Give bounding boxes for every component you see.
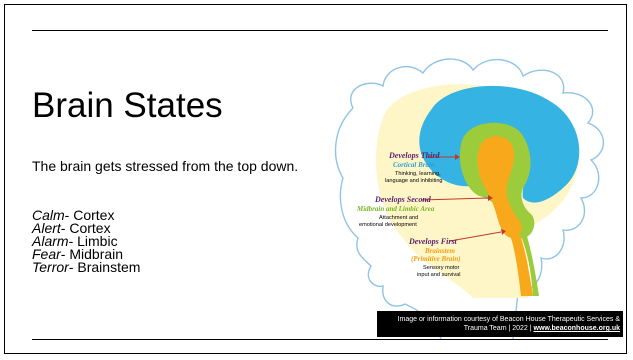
state-region: - Limbic (68, 233, 118, 249)
state-name: Fear (32, 246, 61, 262)
brain-states-list: Calm- Cortex Alert- Cortex Alarm- Limbic… (32, 207, 141, 275)
credit-link[interactable]: www.beaconhouse.org.uk (533, 325, 620, 332)
top-divider (32, 30, 608, 31)
state-region: - Cortex (60, 220, 111, 236)
image-credit: Image or information courtesy of Beacon … (377, 311, 623, 337)
state-region: - Brainstem (68, 259, 141, 275)
state-item: Terror- Brainstem (32, 259, 141, 275)
slide-title: Brain States (32, 86, 223, 125)
second-label-region: Midbrain and Limbic Area (356, 205, 435, 213)
second-label-desc1: Attachment and (379, 215, 418, 221)
state-name: Calm (32, 207, 65, 223)
first-label-desc1: Sensory motor (423, 265, 460, 271)
state-name: Alarm (32, 233, 69, 249)
state-item: Alert- Cortex (32, 220, 140, 236)
state-name: Terror (32, 259, 69, 275)
third-label-desc1: Thinking, learning, (395, 171, 441, 177)
arrow-second (420, 197, 489, 201)
spinal-stem (509, 232, 533, 296)
arrow-second-head (488, 195, 493, 201)
brain-diagram: Develops Third Cortical Brain Thinking, … (323, 48, 620, 339)
slide-subtitle: The brain gets stressed from the top dow… (32, 158, 299, 174)
state-item: Fear- Midbrain (32, 246, 140, 262)
first-label-region: Brainstem (424, 247, 456, 255)
first-label-desc2: input and survival (417, 272, 461, 278)
second-label-title: Develops Second (374, 195, 432, 204)
spinal-stem-outline (519, 230, 539, 296)
first-label-title: Develops First (408, 237, 458, 246)
slide-frame (4, 4, 627, 354)
second-label-desc2: emotional development (359, 222, 417, 228)
head-outline (350, 58, 605, 339)
first-label-region-note: (Primitive Brain) (411, 255, 461, 263)
third-label-region: Cortical Brain (393, 161, 435, 169)
credit-text: Image or information courtesy of Beacon … (397, 316, 620, 332)
state-region: - Midbrain (60, 246, 124, 262)
third-label-title: Develops Third (388, 151, 440, 160)
brainstem-region (477, 136, 522, 238)
third-label-desc2: language and inhibiting (385, 178, 443, 184)
face-outline (334, 107, 442, 339)
state-item: Calm- Cortex (32, 207, 140, 223)
state-region: - Cortex (64, 207, 115, 223)
state-item: Alarm- Limbic (32, 233, 140, 249)
brain-illustration: Develops Third Cortical Brain Thinking, … (334, 58, 605, 339)
arrow-first (449, 231, 502, 242)
arrow-third-head (455, 154, 460, 160)
arrow-first-head (501, 229, 506, 235)
state-name: Alert (32, 220, 61, 236)
bottom-divider (32, 339, 608, 340)
